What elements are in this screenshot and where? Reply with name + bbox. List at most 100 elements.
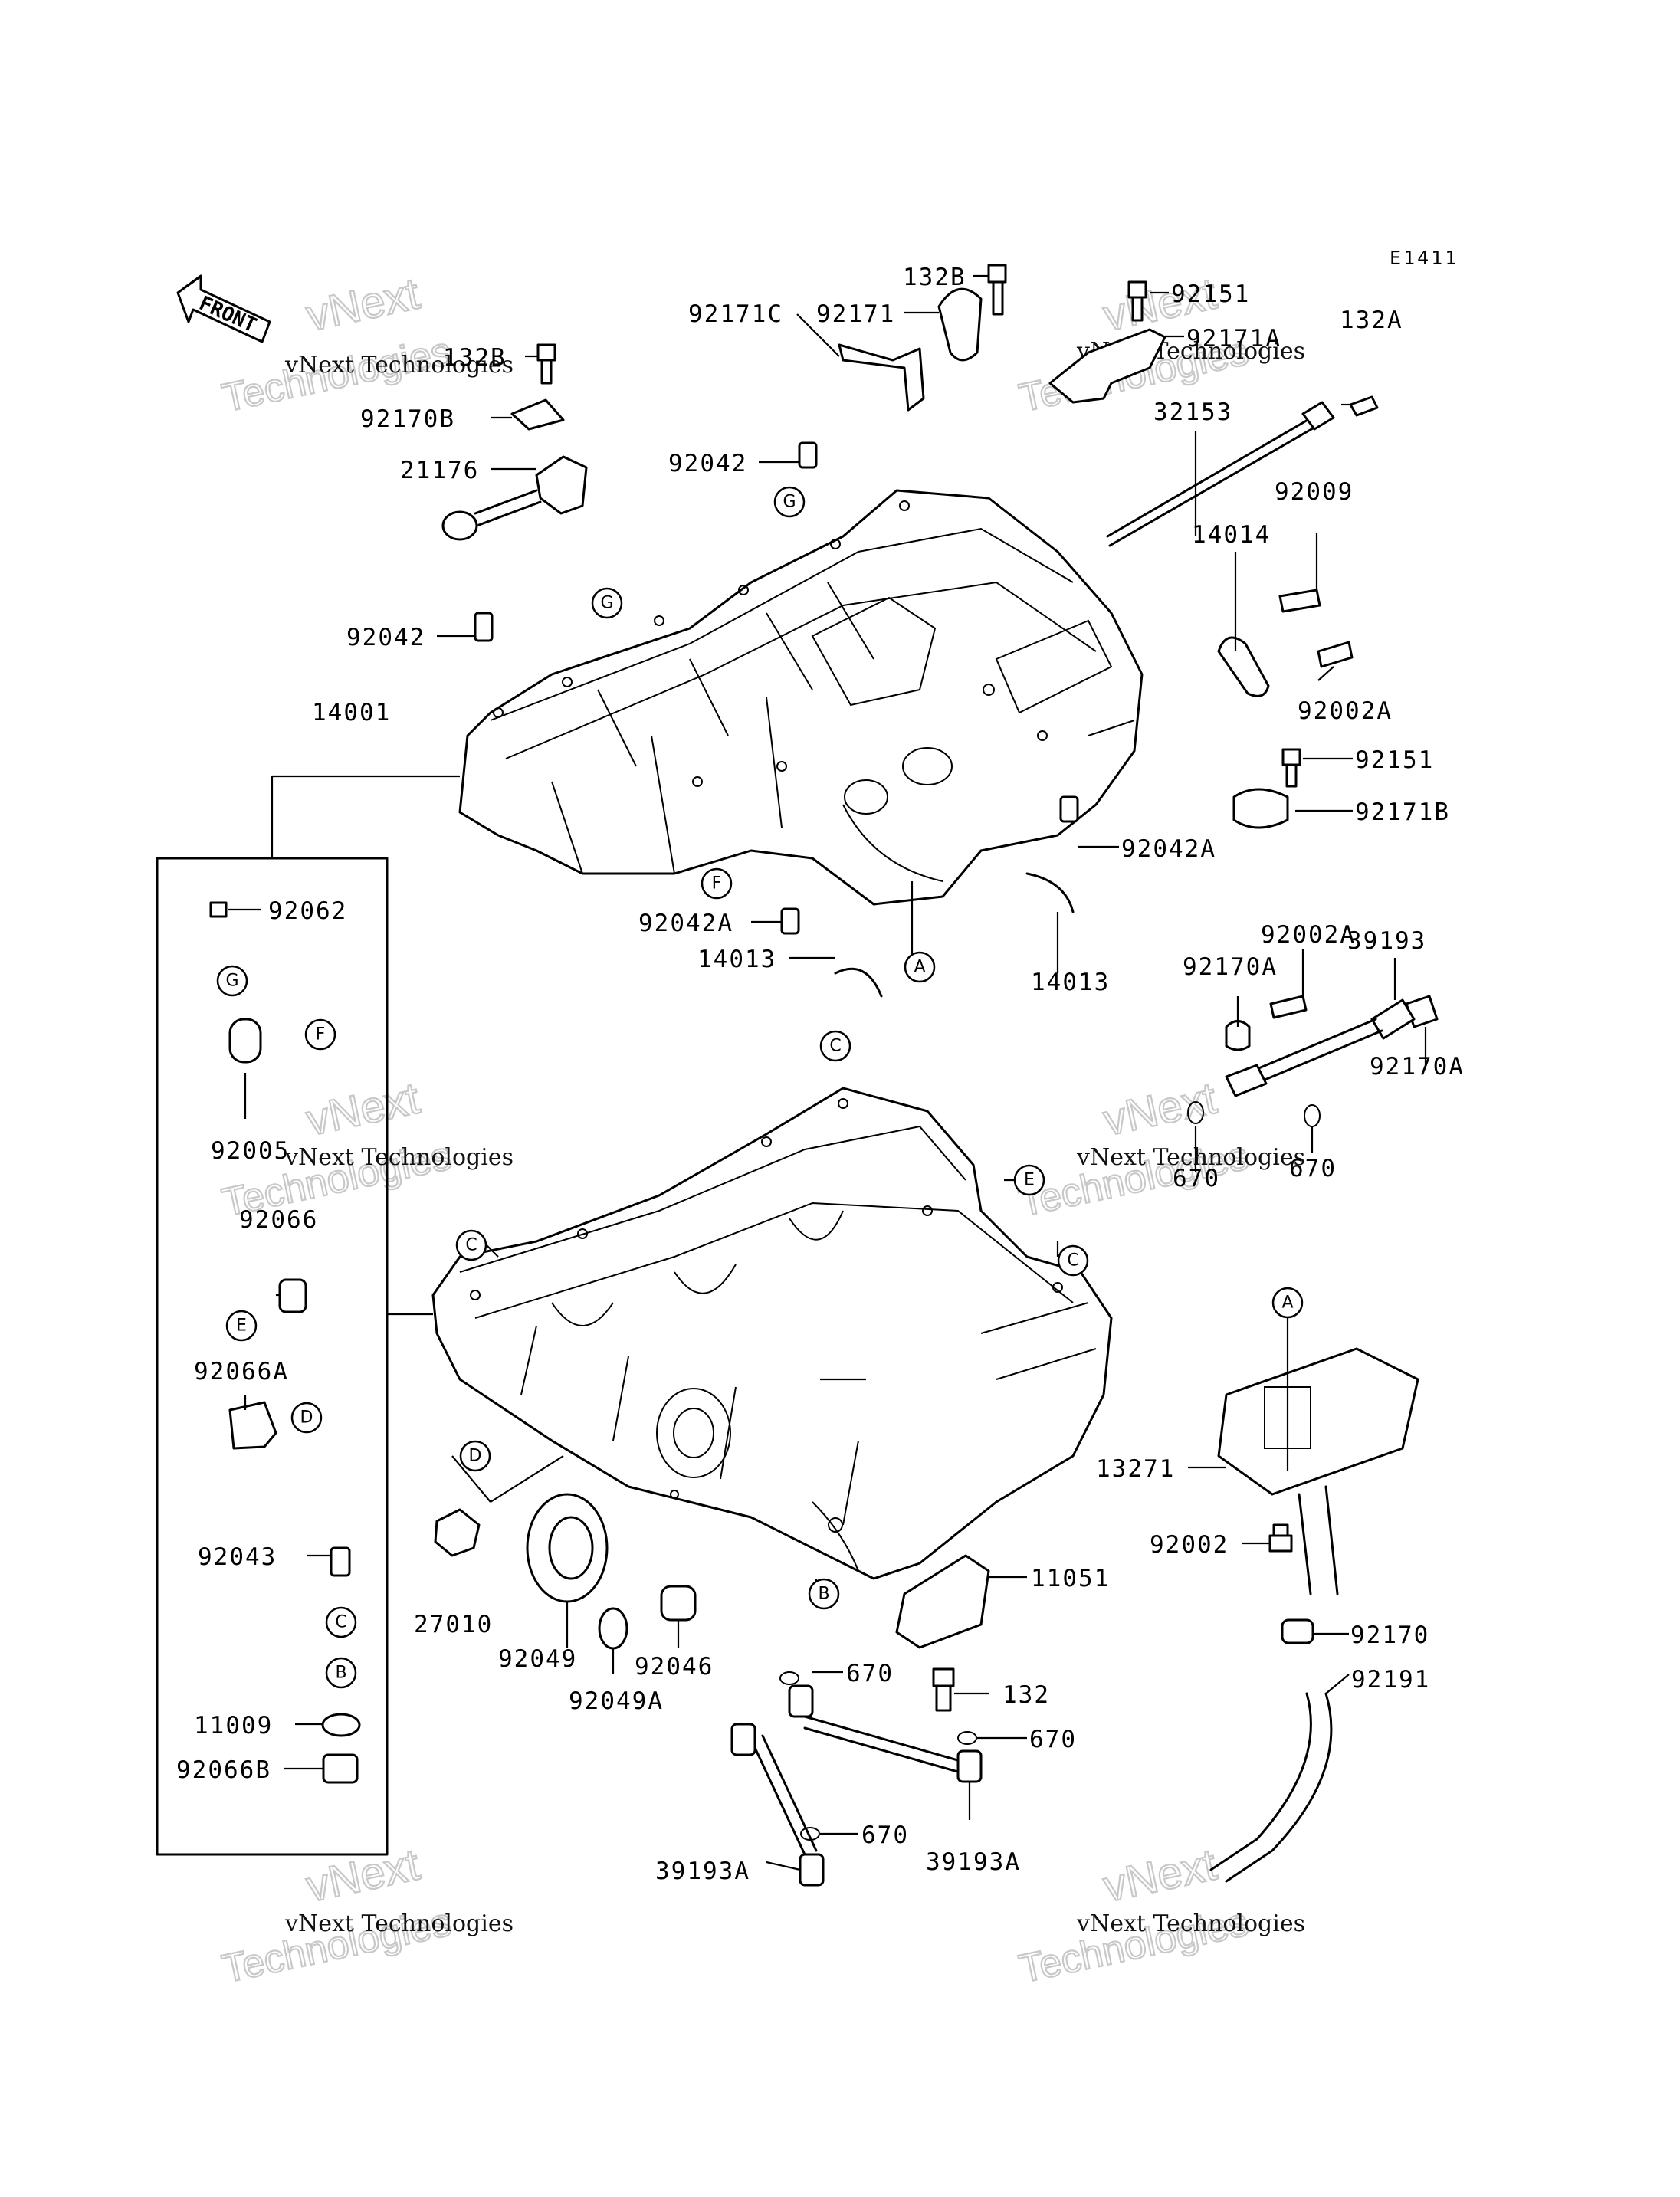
part-label-132: 132	[1002, 1681, 1050, 1709]
part-label-92005: 92005	[211, 1137, 290, 1165]
upper-crankcase	[458, 489, 1144, 906]
part-label-92170A: 92170A	[1183, 953, 1278, 981]
ref-letter: C	[335, 1613, 346, 1632]
ref-letter: A	[1281, 1294, 1293, 1313]
part-label-132A: 132A	[1340, 307, 1403, 334]
ref-marker-G: G	[591, 587, 623, 619]
ref-letter: C	[1067, 1251, 1078, 1271]
part-label-92171: 92171	[816, 300, 895, 328]
part-label-92002A-b: 92002A	[1261, 921, 1356, 949]
ref-letter: B	[335, 1664, 346, 1683]
part-label-92042A-b: 92042A	[638, 910, 733, 937]
ref-letter: D	[469, 1447, 482, 1466]
ref-letter: F	[316, 1025, 326, 1044]
ref-letter: D	[300, 1408, 313, 1428]
part-label-92191: 92191	[1351, 1666, 1430, 1694]
watermark-text: vNext Technologies	[1076, 1144, 1305, 1171]
watermark-vnext: vNext	[302, 1839, 424, 1911]
part-label-670-e: 670	[861, 1822, 909, 1849]
ref-letter: E	[1024, 1171, 1035, 1190]
ref-letter: G	[600, 594, 613, 613]
part-label-670: 670	[1173, 1165, 1220, 1192]
ref-marker-G: G	[773, 486, 806, 518]
ref-marker-A: A	[1271, 1287, 1304, 1319]
part-label-92046: 92046	[635, 1653, 714, 1681]
part-label-14001: 14001	[312, 699, 391, 726]
part-label-13271: 13271	[1096, 1455, 1175, 1483]
watermark-vnext: vNext	[1099, 1839, 1221, 1911]
watermark-vnext: vNext	[302, 268, 424, 340]
part-label-92151: 92151	[1171, 280, 1250, 308]
part-label-32153: 32153	[1153, 398, 1232, 426]
part-label-11009: 11009	[194, 1712, 273, 1740]
ref-marker-C: C	[819, 1030, 851, 1062]
part-label-92009: 92009	[1275, 478, 1354, 506]
part-label-92002A: 92002A	[1298, 697, 1393, 725]
ref-marker-D: D	[459, 1440, 491, 1472]
ref-marker-B: B	[808, 1578, 840, 1610]
part-label-670-c: 670	[846, 1660, 894, 1687]
watermark-text: vNext Technologies	[1076, 1910, 1305, 1937]
part-label-14014: 14014	[1192, 521, 1271, 549]
part-label-670-d: 670	[1029, 1726, 1077, 1753]
front-label: FRONT	[195, 292, 260, 337]
part-label-132B: 132B	[903, 264, 966, 291]
small-parts	[209, 264, 1439, 1887]
ref-marker-G: G	[216, 965, 248, 997]
part-label-92042: 92042	[668, 450, 747, 477]
ref-marker-A: A	[904, 951, 936, 983]
watermark-text: vNext Technologies	[284, 1910, 514, 1937]
part-label-27010: 27010	[414, 1611, 493, 1638]
part-label-92151-b: 92151	[1355, 746, 1434, 774]
part-label-92066: 92066	[239, 1206, 318, 1234]
ref-marker-C: C	[455, 1229, 487, 1261]
ref-marker-E: E	[1013, 1164, 1045, 1196]
part-label-92066B: 92066B	[176, 1756, 271, 1784]
ref-letter: B	[818, 1585, 829, 1604]
ref-letter: C	[465, 1236, 477, 1255]
lower-crankcase	[431, 1087, 1113, 1580]
watermark-vnext: vNext	[302, 1073, 424, 1145]
part-label-92170: 92170	[1350, 1622, 1429, 1649]
ref-marker-E: E	[225, 1310, 258, 1342]
part-label-39193: 39193	[1347, 927, 1426, 955]
part-label-92171A: 92171A	[1186, 325, 1281, 353]
part-label-14013: 14013	[697, 946, 776, 973]
ref-marker-B: B	[325, 1657, 357, 1689]
front-arrow-icon: FRONT	[176, 274, 271, 343]
part-labels: 132B 92171 92171C 92151 92171A 132A 132B…	[176, 264, 1465, 1885]
part-label-92066A: 92066A	[194, 1358, 289, 1385]
diagram-code: E1411	[1390, 247, 1459, 269]
part-label-92171C: 92171C	[688, 300, 783, 328]
ref-marker-C: C	[1057, 1244, 1089, 1277]
ref-marker-C: C	[325, 1606, 357, 1638]
ref-letter: E	[236, 1317, 247, 1336]
part-label-132B-left: 132B	[443, 344, 507, 372]
watermark-text: vNext Technologies	[284, 1144, 514, 1171]
part-label-92049A: 92049A	[569, 1687, 664, 1715]
parts-group-bracket	[156, 775, 460, 1856]
part-label-92171B: 92171B	[1355, 798, 1450, 826]
part-label-21176: 21176	[400, 457, 479, 484]
part-label-39193A: 39193A	[655, 1858, 750, 1885]
part-label-92170A-b: 92170A	[1370, 1053, 1465, 1080]
part-label-92049: 92049	[498, 1645, 577, 1673]
part-label-92042-b: 92042	[346, 624, 425, 651]
part-label-92062: 92062	[268, 897, 347, 925]
ref-marker-F: F	[701, 867, 733, 900]
ref-letter: G	[225, 972, 238, 991]
part-label-670-b: 670	[1289, 1155, 1337, 1182]
watermark-text: vNext Technologies	[284, 352, 514, 379]
leader-lines	[228, 274, 1427, 1871]
ref-letter: C	[829, 1037, 841, 1056]
part-label-39193A-b: 39193A	[926, 1848, 1021, 1876]
ref-letter: G	[783, 493, 796, 512]
ref-marker-F: F	[304, 1018, 336, 1051]
part-label-14013-b: 14013	[1031, 969, 1110, 996]
ref-marker-D: D	[290, 1402, 323, 1434]
ref-letter: F	[712, 874, 722, 894]
ref-letter: A	[914, 958, 925, 977]
part-label-92170B: 92170B	[360, 405, 455, 433]
part-label-92002: 92002	[1150, 1531, 1229, 1559]
